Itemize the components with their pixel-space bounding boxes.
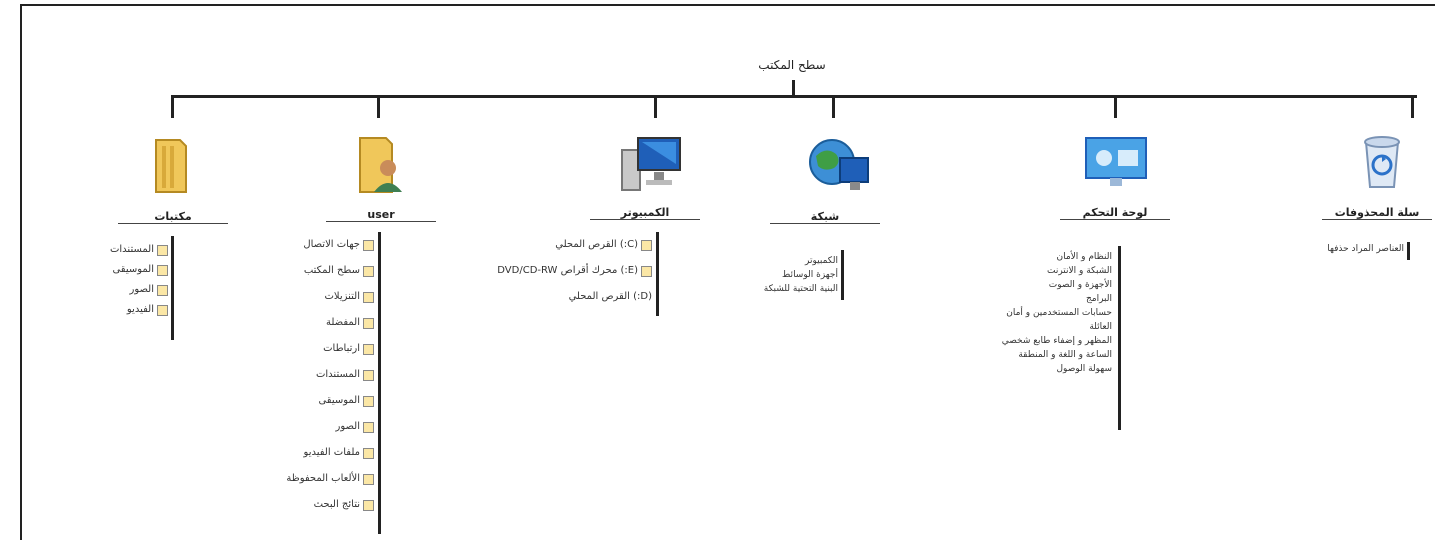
computer-bar (656, 232, 659, 316)
list-item: النظام و الأمان (1056, 252, 1112, 262)
list-item: (C:) القرص المحلي (488, 232, 652, 258)
downloads-icon (363, 291, 374, 303)
computer-icon (618, 134, 684, 198)
videos-icon (157, 304, 168, 316)
user-items: جهات الاتصال سطح المكتب التنزيلات المفضل… (234, 232, 374, 518)
desktop-icon (363, 265, 374, 277)
list-item: حسابات المستخدمين و أمان (1006, 308, 1112, 318)
list-item: الموسيقى (234, 388, 374, 414)
list-item: البرامج (1085, 294, 1112, 304)
recycle-bin-bar (1407, 242, 1410, 260)
list-item: سهولة الوصول (1056, 364, 1113, 374)
control-panel-title: لوحة التحكم (1060, 206, 1170, 220)
control-panel-icon (1084, 136, 1148, 192)
list-item: المفضلة (234, 310, 374, 336)
list-item: سطح المكتب (234, 258, 374, 284)
contacts-icon (363, 239, 374, 251)
diagram-frame (20, 4, 1435, 540)
list-item: نتائج البحث (234, 492, 374, 518)
network-icon (806, 136, 872, 200)
list-item: الفيديو (70, 300, 168, 320)
drop-line-libraries (171, 96, 174, 118)
list-item: الكمبيوتر (805, 256, 838, 266)
list-item: المظهر و إضفاء طابع شخصي (1001, 336, 1112, 346)
list-item: ملفات الفيديو (234, 440, 374, 466)
saved-games-icon (363, 473, 374, 485)
control-panel-items: النظام و الأمان الشبكة و الانترنت الأجهز… (940, 250, 1112, 376)
music-icon (363, 395, 374, 407)
network-title: شبكة (770, 210, 880, 224)
recycle-bin-items: العناصر المراد حذفها (1280, 242, 1404, 256)
network-items: الكمبيوتر أجهزة الوسائط البنية التحتية ل… (720, 254, 838, 296)
recycle-bin-icon (1360, 132, 1404, 194)
pictures-icon (363, 421, 374, 433)
drop-line-network (832, 96, 835, 118)
drop-line-computer (654, 96, 657, 118)
searches-icon (363, 499, 374, 511)
list-item: الأجهزة و الصوت (1048, 280, 1112, 290)
libraries-bar (171, 236, 174, 340)
list-item: جهات الاتصال (234, 232, 374, 258)
drop-line-user (377, 96, 380, 118)
list-item: أجهزة الوسائط (782, 270, 838, 280)
list-item: (E:) محرك أقراص DVD/CD-RW (488, 258, 652, 284)
network-bar (841, 250, 844, 300)
libraries-title: مكتبات (118, 210, 228, 224)
list-item: الموسيقى (70, 260, 168, 280)
computer-title: الكمبيوتر (590, 206, 700, 220)
recycle-bin-title: سلة المحذوفات (1322, 206, 1432, 220)
dvd-drive-icon (641, 265, 652, 277)
links-icon (363, 343, 374, 355)
list-item: الشبكة و الانترنت (1046, 266, 1112, 276)
drop-line-control (1114, 96, 1117, 118)
user-folder-icon (356, 134, 404, 200)
list-item: الصور (70, 280, 168, 300)
list-item: ارتباطات (234, 336, 374, 362)
list-item: التنزيلات (234, 284, 374, 310)
drop-line-recycle (1411, 96, 1414, 118)
list-item: العائلة (1089, 322, 1112, 332)
libraries-items: المستندات الموسيقى الصور الفيديو (70, 240, 168, 320)
list-item: العناصر المراد حذفها (1327, 244, 1404, 254)
list-item: المستندات (70, 240, 168, 260)
control-panel-bar (1118, 246, 1121, 430)
pictures-icon (157, 284, 168, 296)
list-item: الصور (234, 414, 374, 440)
list-item: المستندات (234, 362, 374, 388)
favorites-icon (363, 317, 374, 329)
horizontal-connector (171, 95, 1417, 98)
documents-icon (363, 369, 374, 381)
list-item: الساعة و اللغة و المنطقة (1018, 350, 1112, 360)
computer-items: (C:) القرص المحلي (E:) محرك أقراص DVD/CD… (488, 232, 652, 310)
list-item: الألعاب المحفوظة (234, 466, 374, 492)
user-bar (378, 232, 381, 534)
music-icon (157, 264, 168, 276)
root-node-label: سطح المكتب (758, 58, 826, 72)
root-connector (792, 80, 795, 97)
drive-icon (641, 239, 652, 251)
library-folder-icon (152, 136, 192, 200)
list-item: (D:) القرص المحلي (568, 291, 652, 302)
videos-icon (363, 447, 374, 459)
list-item: البنية التحتية للشبكة (763, 284, 838, 294)
user-title: user (326, 208, 436, 222)
documents-icon (157, 244, 168, 256)
